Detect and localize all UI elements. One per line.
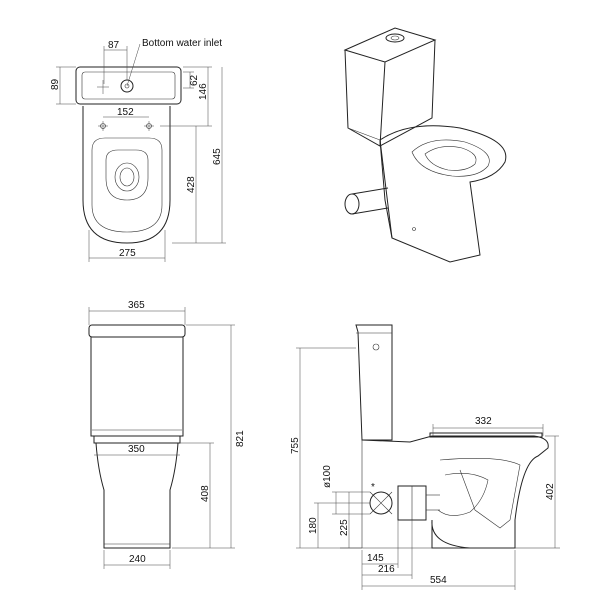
dim-554-side: 554 — [430, 575, 447, 586]
dim-180-side: 180 — [308, 517, 319, 534]
dim-base-width-front: 240 — [129, 554, 146, 565]
seat-outline-top — [91, 137, 163, 233]
tank-side-iso — [379, 39, 436, 147]
tank-inner-top — [81, 71, 176, 100]
isometric-view — [343, 27, 507, 263]
tank-lid-front — [88, 324, 186, 338]
dim-62: 62 — [189, 74, 200, 86]
bowl-outline-top — [82, 106, 171, 244]
seat-front — [93, 435, 181, 444]
tank-body-front — [90, 337, 184, 437]
dim-408-front: 408 — [200, 485, 211, 502]
dim-width-top: 275 — [119, 248, 136, 259]
bowl-rim-iso — [411, 139, 490, 177]
dim-seat-width-front: 350 — [128, 444, 145, 455]
pipe-end-iso — [344, 193, 360, 215]
inlet-label: Bottom water inlet — [142, 38, 222, 49]
front-view: 365 350 240 821 408 — [88, 300, 246, 569]
bowl-opening-top — [105, 149, 149, 201]
dim-tank-depth: 89 — [50, 78, 61, 90]
dim-428: 428 — [186, 176, 197, 193]
dim-645: 645 — [212, 148, 223, 165]
tank-screw-side — [372, 343, 380, 351]
dim-pipe-diameter: ø100 — [322, 465, 333, 488]
dim-332-side: 332 — [475, 416, 492, 427]
seat-side — [429, 432, 543, 438]
dim-402-side: 402 — [545, 483, 556, 500]
dim-146: 146 — [198, 83, 209, 100]
bowl-side — [361, 435, 549, 549]
bowl-inner-iso — [424, 146, 477, 171]
flush-button-center — [124, 83, 130, 89]
dim-tank-width-front: 365 — [128, 300, 145, 311]
dim-152: 152 — [117, 107, 134, 118]
dim-inlet-offset: 87 — [108, 40, 120, 51]
dim-225-side: 225 — [339, 519, 350, 536]
dim-145-side: 145 — [367, 553, 384, 564]
dim-216-side: 216 — [378, 564, 395, 575]
bowl-body-iso — [379, 125, 507, 263]
top-view: 87 Bottom water inlet 89 62 146 152 428 … — [50, 38, 226, 262]
tank-outline-top — [75, 66, 182, 105]
dim-755-side: 755 — [290, 437, 301, 454]
asterisk-marker: * — [371, 482, 375, 493]
tank-side — [355, 324, 393, 441]
side-view: * 755 332 402 ø100 180 225 145 216 554 — [290, 324, 560, 590]
pedestal-front — [95, 442, 179, 549]
flush-button-iso — [385, 33, 405, 43]
dim-821-front: 821 — [235, 430, 246, 447]
tank-lid-iso — [343, 27, 437, 63]
tank-front-iso — [344, 49, 386, 147]
